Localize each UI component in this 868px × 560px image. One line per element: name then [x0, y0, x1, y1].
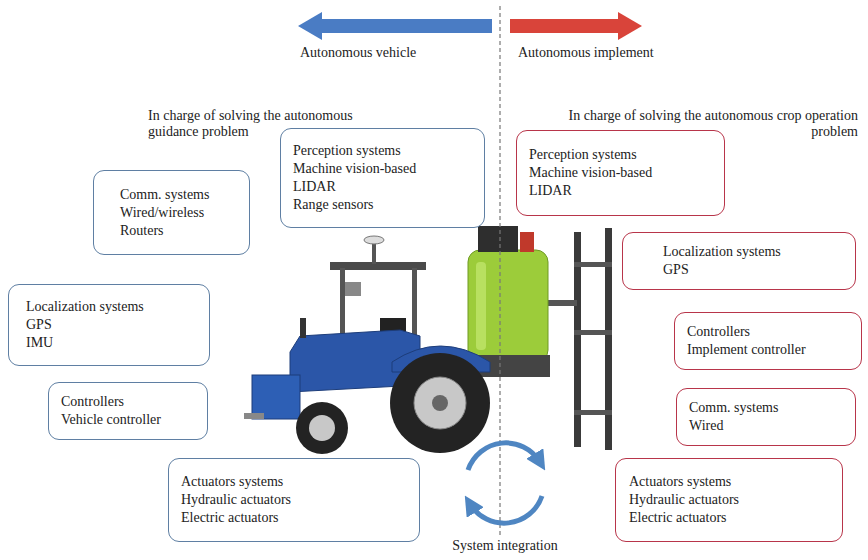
system-box: ControllersImplement controller	[674, 312, 862, 370]
box-item: IMU	[26, 334, 199, 352]
system-box: Actuators systemsHydraulic actuatorsElec…	[615, 458, 843, 542]
vehicle-arrow	[298, 12, 492, 40]
box-item: Machine vision-based	[293, 160, 474, 178]
box-heading: Controllers	[687, 323, 851, 341]
implement-arrow	[510, 12, 642, 40]
tractor-picture	[244, 226, 612, 454]
box-item: GPS	[26, 316, 199, 334]
box-heading: Localization systems	[663, 243, 845, 261]
box-item: LIDAR	[293, 178, 474, 196]
system-box: ControllersVehicle controller	[48, 382, 208, 440]
box-heading: Actuators systems	[629, 473, 832, 491]
box-heading: Comm. systems	[689, 399, 845, 417]
box-item: LIDAR	[529, 182, 714, 200]
box-item: Routers	[120, 222, 239, 240]
caption-label: Autonomous vehicle	[300, 45, 416, 61]
system-box: Perception systemsMachine vision-basedLI…	[516, 130, 725, 216]
box-heading: Perception systems	[529, 146, 714, 164]
system-box: Localization systemsGPS	[622, 232, 856, 290]
box-item: Range sensors	[293, 196, 474, 214]
integration-cycle	[468, 443, 542, 523]
system-box: Comm. systemsWired/wirelessRouters	[93, 170, 250, 255]
box-item: Hydraulic actuators	[629, 491, 832, 509]
box-item: GPS	[663, 261, 845, 279]
box-heading: Localization systems	[26, 298, 199, 316]
box-item: Wired	[689, 417, 845, 435]
box-heading: Actuators systems	[181, 473, 409, 491]
box-heading: Comm. systems	[120, 186, 239, 204]
box-item: Machine vision-based	[529, 164, 714, 182]
box-item: Wired/wireless	[120, 204, 239, 222]
system-box: Comm. systemsWired	[676, 388, 856, 446]
box-item: Hydraulic actuators	[181, 491, 409, 509]
caption-label: System integration	[430, 538, 580, 554]
system-box: Perception systemsMachine vision-basedLI…	[280, 128, 485, 228]
box-heading: Perception systems	[293, 142, 474, 160]
caption-label: In charge of solving the autonomous guid…	[148, 108, 388, 140]
box-item: Electric actuators	[181, 509, 409, 527]
divider-line	[499, 6, 500, 536]
box-item: Electric actuators	[629, 509, 832, 527]
caption-label: In charge of solving the autonomous crop…	[560, 108, 858, 140]
system-box: Localization systemsGPSIMU	[8, 284, 210, 366]
box-item: Vehicle controller	[61, 411, 197, 429]
box-heading: Controllers	[61, 393, 197, 411]
box-item: Implement controller	[687, 341, 851, 359]
system-box: Actuators systemsHydraulic actuatorsElec…	[168, 458, 420, 542]
caption-label: Autonomous implement	[518, 45, 654, 61]
